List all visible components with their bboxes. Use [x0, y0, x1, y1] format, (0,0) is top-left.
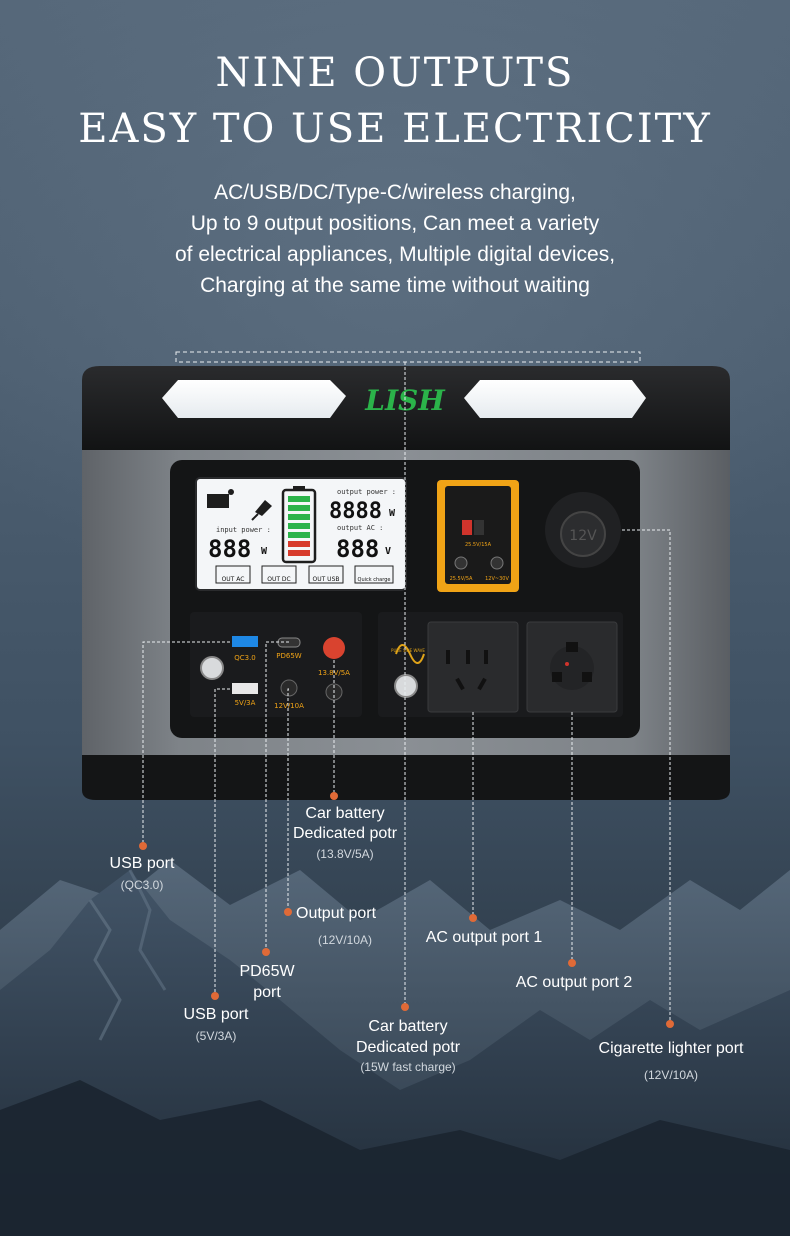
callout-output-port-sub: (12V/10A): [317, 933, 373, 947]
lcd-quick-charge-label: Quick charge: [358, 577, 391, 583]
callout-car-battery-2-sub: (15W fast charge): [360, 1060, 456, 1074]
left-light-bar: [162, 380, 346, 418]
dc-label: 12V/10A: [274, 702, 304, 710]
lcd-input-digits: 888: [208, 535, 251, 563]
ac-outlet-1[interactable]: [427, 621, 519, 713]
usb-qc-port[interactable]: [232, 636, 258, 647]
title-line-2: EASY TO USE ELECTRICITY: [78, 106, 712, 152]
lcd-out-dc-indicator: [261, 565, 297, 584]
lcd-output-digits: 8888: [329, 499, 382, 524]
intro-line-3: of electrical appliances, Multiple digit…: [174, 243, 616, 266]
callout-usb-5v-sub: (5V/3A): [195, 1029, 237, 1043]
callout-ac1-title: AC output port 1: [425, 929, 543, 946]
anderson-port-red[interactable]: [462, 520, 472, 535]
ac-power-button[interactable]: [394, 674, 418, 698]
callout-car-battery-1-sub: (13.8V/5A): [316, 847, 374, 861]
callout-cigarette-title: Cigarette lighter port: [598, 1040, 744, 1057]
lcd-quick-charge-indicator: [354, 565, 394, 584]
lcd-output-label: output power :: [337, 488, 396, 496]
callout-cigarette-sub: (12V/10A): [643, 1068, 699, 1082]
intro-line-1: AC/USB/DC/Type-C/wireless charging,: [214, 181, 576, 204]
solar-icon: [207, 489, 234, 508]
usb-5v-label: 5V/3A: [235, 699, 256, 707]
qc-label: QC3.0: [234, 654, 256, 662]
dc1-rating: 25.5V/5A: [450, 576, 473, 582]
dc2-rating: 12V~30V: [485, 576, 509, 582]
lcd-ac-label: output AC :: [337, 524, 383, 532]
intro-line-4: Charging at the same time without waitin…: [200, 274, 590, 297]
lcd-ac-digits: 888: [336, 535, 379, 563]
lcd-out-ac-label: OUT AC: [222, 576, 245, 583]
right-light-bar: [464, 380, 646, 418]
callout-ac2-title: AC output port 2: [515, 974, 633, 991]
pd-label: PD65W: [276, 652, 302, 660]
callout-dots: [139, 792, 674, 1028]
lcd-out-dc-label: OUT DC: [267, 576, 291, 583]
battery-level-icon: [281, 486, 317, 564]
lcd-out-usb-label: OUT USB: [312, 576, 339, 583]
dc-power-button[interactable]: [200, 656, 224, 680]
dc-port-2[interactable]: [490, 556, 504, 570]
intro-line-2: Up to 9 output positions, Can meet a var…: [190, 212, 600, 235]
device-bottom-cap: [82, 755, 730, 800]
lcd-out-usb-indicator: [308, 565, 344, 584]
callout-usb-qc-sub: (QC3.0): [120, 878, 164, 892]
dc-output-port[interactable]: [280, 679, 298, 697]
usb-5v-port[interactable]: [232, 683, 258, 694]
callout-pd65w-title-1: PD65W: [239, 963, 295, 980]
callout-car-battery-1-title-1: Car battery: [305, 805, 385, 822]
dc-port-1[interactable]: [454, 556, 468, 570]
callout-car-battery-2-title-2: Dedicated potr: [355, 1039, 461, 1056]
anderson-rating: 25.5V/15A: [465, 542, 492, 548]
callout-car-battery-1-title-2: Dedicated potr: [292, 825, 398, 842]
callout-pd65w-title-2: port: [253, 984, 281, 1001]
wave-label: PURE SINE WAVE: [391, 648, 425, 653]
lcd-ac-unit: V: [385, 546, 391, 557]
top-guide-line: [175, 351, 641, 363]
title-line-1: NINE OUTPUTS: [215, 50, 575, 96]
car-battery-port[interactable]: [323, 637, 345, 659]
callout-usb-qc-title: USB port: [109, 855, 175, 872]
lcd-input-unit: W: [261, 546, 268, 557]
cig-label: 12V: [569, 528, 597, 544]
plug-icon: [251, 500, 272, 521]
callout-output-port-title: Output port: [296, 905, 377, 922]
sine-wave-icon: [395, 644, 425, 664]
callout-car-battery-2-title-1: Car battery: [368, 1018, 448, 1035]
lcd-out-ac-indicator: [215, 565, 251, 584]
callout-leader-lines: [142, 362, 671, 1024]
lcd-output-unit: W: [389, 508, 396, 519]
callout-usb-5v-title: USB port: [183, 1006, 249, 1023]
lcd-input-label: input power :: [216, 526, 271, 534]
